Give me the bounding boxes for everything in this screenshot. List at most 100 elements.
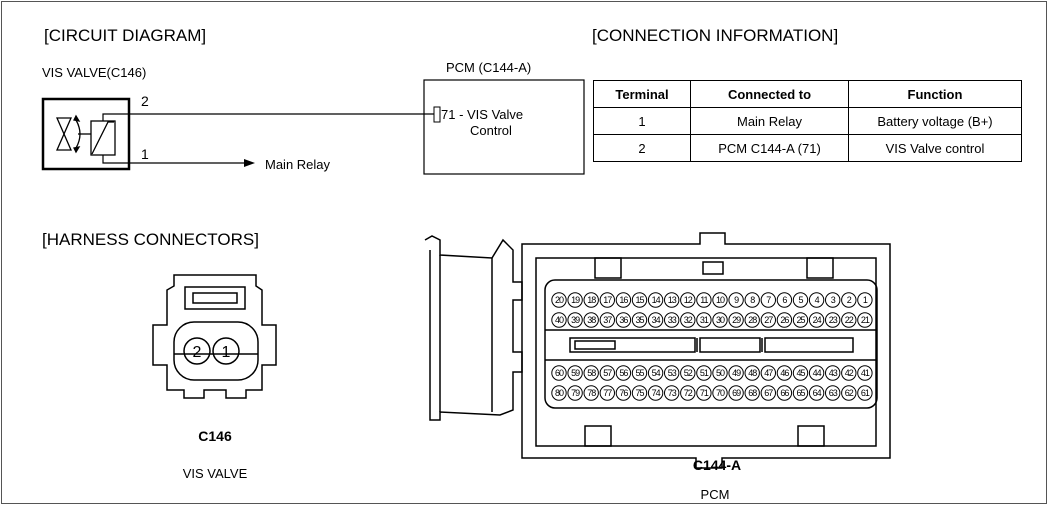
c144a-pin-circle — [760, 292, 776, 308]
c144a-pin-circle — [792, 365, 809, 381]
c144a-pin-circle — [792, 312, 809, 328]
c144a-pin-label: 11 — [700, 295, 708, 305]
c144a-pin-label: 74 — [652, 388, 661, 398]
c144a-pin-label: 20 — [555, 295, 564, 305]
table-header-row: Terminal Connected to Function — [593, 80, 1022, 108]
pcm-pin-71-label-cont: Control — [470, 123, 512, 138]
c144a-pin-label: 19 — [571, 295, 580, 305]
pcm-pin-71-terminal — [433, 106, 441, 123]
c144a-pin-label: 2 — [847, 295, 852, 305]
c146-pin-1: 1 — [222, 344, 231, 361]
c144a-pin-circle — [776, 312, 793, 328]
circuit-pin-1-label: 1 — [141, 146, 149, 162]
c144a-pin-circle — [744, 312, 760, 328]
connection-info-heading: [CONNECTION INFORMATION] — [592, 26, 839, 45]
c144a-pin-circle — [825, 385, 841, 401]
wire-terminal-1 — [102, 155, 244, 164]
c144a-pin-label: 33 — [668, 315, 677, 325]
c144a-pin-circle — [647, 292, 664, 308]
c144a-pin-label: 35 — [635, 315, 644, 325]
c144a-pin-circle — [664, 312, 680, 328]
c144a-pin-circle — [631, 385, 648, 401]
c144a-pin-circle — [551, 292, 567, 308]
c144a-pin-circle — [567, 292, 583, 308]
c144a-pin-circle — [808, 292, 825, 308]
c144a-connector-name: C144-A — [693, 457, 741, 473]
c144a-connector-desc: PCM — [701, 487, 730, 502]
c144a-pin-circle — [776, 365, 793, 381]
c144a-pin-circle — [841, 365, 857, 381]
c144a-pin-label: 45 — [796, 368, 805, 378]
c144a-pin-circle — [760, 385, 776, 401]
c144a-pin-label: 21 — [861, 315, 870, 325]
wire-terminal-2 — [102, 113, 435, 121]
c144a-pin-circle — [647, 385, 664, 401]
vis-valve-label: VIS VALVE(C146) — [42, 65, 147, 80]
c144a-pin-circle — [680, 292, 696, 308]
c144a-pin-circle — [857, 365, 873, 381]
circuit-pin-2-label: 2 — [141, 93, 149, 109]
c144a-pin-circle — [728, 365, 744, 381]
c144a-pin-label: 76 — [619, 388, 628, 398]
c144a-pin-circle — [551, 385, 567, 401]
c144a-pin-circle — [664, 292, 680, 308]
c144a-pin-circle — [792, 385, 809, 401]
c144a-pin-label: 55 — [635, 368, 644, 378]
c144a-pin-circle — [808, 365, 825, 381]
c144a-pin-label: 15 — [635, 295, 644, 305]
c144a-pin-circle — [615, 312, 632, 328]
c144a-pin-label: 72 — [684, 388, 693, 398]
c144a-pin-label: 3 — [831, 295, 836, 305]
c144a-pin-label: 27 — [764, 315, 773, 325]
c144a-pin-circle — [728, 292, 744, 308]
c144a-pin-label: 37 — [603, 315, 612, 325]
c144a-pin-label: 9 — [734, 295, 739, 305]
main-relay-arrow-icon — [244, 159, 255, 167]
c144a-pin-label: 61 — [861, 388, 870, 398]
c144a-pin-label: 69 — [732, 388, 741, 398]
c144a-pin-circle — [825, 292, 841, 308]
c144a-pin-label: 22 — [845, 315, 854, 325]
cell-function: VIS Valve control — [848, 134, 1022, 162]
c146-connector — [152, 274, 277, 399]
c144a-pin-circle — [744, 385, 760, 401]
c144a-pin-label: 64 — [813, 388, 822, 398]
c144a-pin-circle — [696, 292, 712, 308]
c144a-pin-circle — [647, 312, 664, 328]
c144a-pin-label: 36 — [619, 315, 628, 325]
c144a-pin-label: 29 — [732, 315, 741, 325]
c144a-pin-circle — [680, 365, 696, 381]
c144a-pin-label: 40 — [555, 315, 564, 325]
c144a-pin-label: 68 — [748, 388, 757, 398]
c144a-pin-circle — [825, 312, 841, 328]
c144a-pin-label: 63 — [829, 388, 838, 398]
c144a-pin-circle — [599, 365, 615, 381]
c146-pin-2: 2 — [193, 344, 202, 361]
c144a-pin-circle — [615, 292, 632, 308]
c144a-pin-label: 49 — [732, 368, 741, 378]
c144a-pin-label: 5 — [798, 295, 803, 305]
c144a-pin-circle — [857, 292, 873, 308]
c146-connector-name: C146 — [198, 428, 232, 444]
c144a-pin-circle — [808, 312, 825, 328]
c144a-pin-label: 67 — [764, 388, 773, 398]
c144a-pin-label: 12 — [684, 295, 693, 305]
c144a-pin-circle — [712, 365, 728, 381]
c144a-pin-circle — [808, 385, 825, 401]
c144a-pin-label: 4 — [815, 295, 820, 305]
c144a-pin-circle — [680, 312, 696, 328]
c144a-pin-circle — [744, 292, 760, 308]
circuit-diagram-heading: [CIRCUIT DIAGRAM] — [44, 26, 207, 45]
c144a-pin-label: 26 — [780, 315, 789, 325]
vis-valve-box — [41, 97, 131, 171]
c144a-pin-circle — [599, 312, 615, 328]
c144a-pin-label: 30 — [716, 315, 725, 325]
c144a-pin-label: 53 — [668, 368, 677, 378]
c144a-pin-circle — [680, 385, 696, 401]
c144a-pin-label: 73 — [668, 388, 677, 398]
cell-connected-to: PCM C144-A (71) — [690, 134, 849, 162]
c144a-pin-circle — [567, 312, 583, 328]
c144a-pin-circle — [696, 365, 712, 381]
pcm-pin-71-label: 71 - VIS Valve — [441, 107, 524, 122]
